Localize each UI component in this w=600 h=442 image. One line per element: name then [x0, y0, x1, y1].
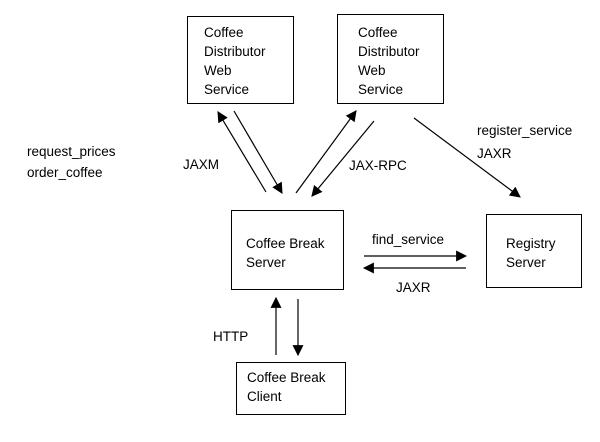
jaxr-register-label: JAXR	[477, 146, 512, 161]
jaxm-arrow-up	[217, 111, 267, 193]
jaxm-arrow-down	[233, 110, 283, 194]
registry-server-label: Registry Server	[506, 236, 556, 270]
distributor-right-box	[337, 14, 444, 104]
jaxrpc-arrow-up	[295, 110, 357, 194]
register-service-arrow	[413, 117, 521, 198]
find-service-label: find_service	[372, 232, 445, 247]
distributor-left-label: Coffee Distributor Web Service	[204, 25, 266, 97]
coffee-break-server-label: Coffee Break Server	[246, 236, 325, 270]
request-prices-label: request_prices	[27, 144, 116, 159]
coffee-break-server-box	[231, 210, 344, 290]
http-label: HTTP	[213, 329, 249, 344]
jax-rpc-label: JAX-RPC	[349, 158, 407, 173]
jaxr-find-label: JAXR	[396, 280, 431, 295]
coffee-break-client-box	[236, 362, 346, 415]
order-coffee-label: order_coffee	[27, 165, 103, 180]
registry-server-box	[486, 214, 582, 288]
distributor-right-label: Coffee Distributor Web Service	[358, 25, 420, 97]
jaxrpc-arrow-down	[311, 120, 375, 197]
jaxm-label: JAXM	[183, 157, 220, 172]
coffee-break-client-label: Coffee Break Client	[247, 370, 326, 404]
register-service-label: register_service	[477, 123, 573, 138]
distributor-left-box	[187, 16, 294, 104]
